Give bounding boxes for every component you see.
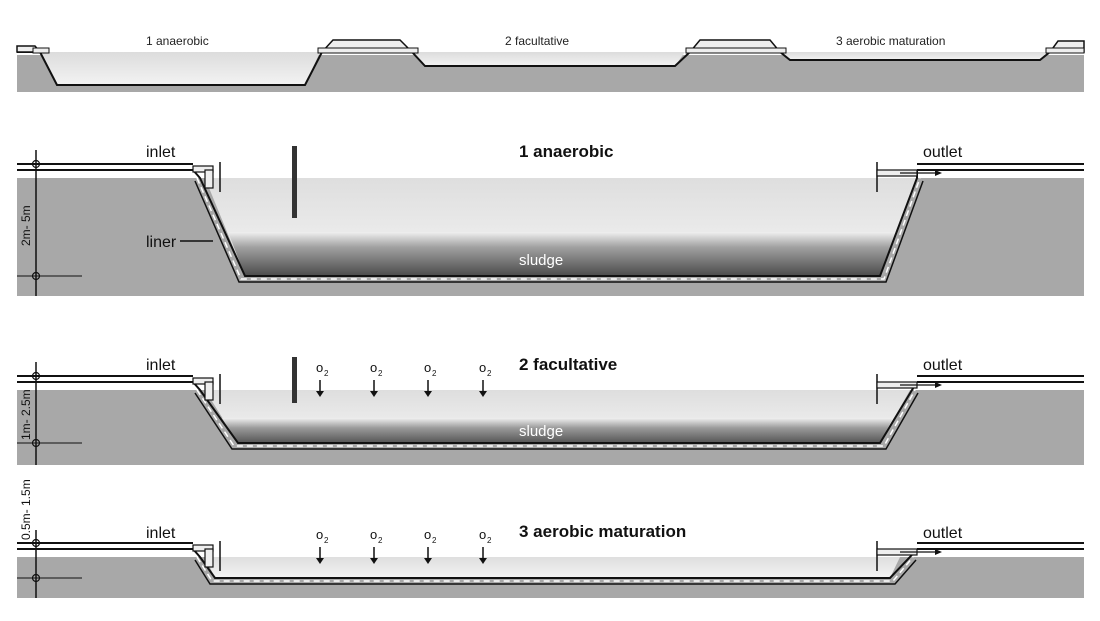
svg-text:2: 2 bbox=[324, 369, 329, 378]
pond1-inlet-pipe bbox=[192, 162, 221, 192]
pond1-liner-label: liner bbox=[146, 234, 177, 251]
pond3-outlet-pipe bbox=[876, 541, 942, 571]
pond2-outlet-pipe bbox=[876, 374, 942, 404]
svg-text:o: o bbox=[424, 527, 431, 542]
pond2-sludge-label: sludge bbox=[519, 423, 563, 440]
pond3-water bbox=[205, 557, 900, 578]
svg-text:o: o bbox=[424, 360, 431, 375]
svg-text:2: 2 bbox=[432, 369, 437, 378]
svg-text:o: o bbox=[316, 527, 323, 542]
svg-text:o: o bbox=[479, 360, 486, 375]
overview-berms bbox=[16, 39, 1085, 54]
pond3-liner bbox=[192, 548, 918, 579]
pond3-title: 3 aerobic maturation bbox=[519, 522, 686, 541]
pond1-sludge bbox=[228, 232, 896, 276]
pond3-inlet-label: inlet bbox=[146, 525, 176, 542]
pond-anaerobic-section: 2m- 5m inlet outlet liner sludge 1 anaer… bbox=[17, 142, 1084, 296]
overview-pond-2 bbox=[412, 52, 685, 66]
pond1-title: 1 anaerobic bbox=[519, 142, 614, 161]
svg-text:o: o bbox=[370, 360, 377, 375]
pond3-depth-marker: 0.5m- 1.5m bbox=[17, 479, 82, 598]
pond2-outlet-label: outlet bbox=[923, 357, 963, 374]
pond2-inlet-pipe bbox=[192, 374, 221, 404]
svg-text:2: 2 bbox=[378, 536, 383, 545]
pond2-inlet-label: inlet bbox=[146, 357, 176, 374]
pond2-depth-marker: 1m- 2.5m bbox=[17, 362, 82, 465]
pond1-liner bbox=[192, 169, 918, 277]
pond2-sludge bbox=[222, 418, 893, 443]
pond1-baffle bbox=[292, 146, 297, 218]
svg-text:2: 2 bbox=[487, 536, 492, 545]
overview-strip: 1 anaerobic 2 facultative 3 aerobic matu… bbox=[16, 34, 1085, 92]
svg-text:o: o bbox=[316, 360, 323, 375]
pond2-liner bbox=[192, 381, 918, 444]
svg-text:2: 2 bbox=[378, 369, 383, 378]
overview-label-maturation: 3 aerobic maturation bbox=[836, 34, 945, 48]
overview-pond-3 bbox=[780, 52, 1047, 60]
overview-pond-1 bbox=[40, 52, 320, 85]
pond1-outlet-pipe bbox=[876, 162, 942, 192]
overview-label-anaerobic: 1 anaerobic bbox=[146, 34, 209, 48]
svg-text:2: 2 bbox=[432, 536, 437, 545]
pond3-inlet-pipe bbox=[192, 541, 221, 571]
pond2-baffle bbox=[292, 357, 297, 403]
svg-text:o: o bbox=[370, 527, 377, 542]
pond2-depth-label: 1m- 2.5m bbox=[19, 389, 33, 440]
pond1-outlet-label: outlet bbox=[923, 144, 963, 161]
pond2-title: 2 facultative bbox=[519, 355, 617, 374]
overview-label-facultative: 2 facultative bbox=[505, 34, 569, 48]
svg-text:o: o bbox=[479, 527, 486, 542]
svg-text:2: 2 bbox=[487, 369, 492, 378]
pond1-depth-marker: 2m- 5m bbox=[17, 150, 82, 296]
pond3-outlet-label: outlet bbox=[923, 525, 963, 542]
pond1-depth-label: 2m- 5m bbox=[19, 205, 33, 246]
pond3-depth-label: 0.5m- 1.5m bbox=[19, 479, 33, 540]
pond1-inlet-label: inlet bbox=[146, 144, 176, 161]
svg-text:2: 2 bbox=[324, 536, 329, 545]
overview-outline bbox=[17, 51, 1084, 86]
pond1-sludge-label: sludge bbox=[519, 252, 563, 269]
